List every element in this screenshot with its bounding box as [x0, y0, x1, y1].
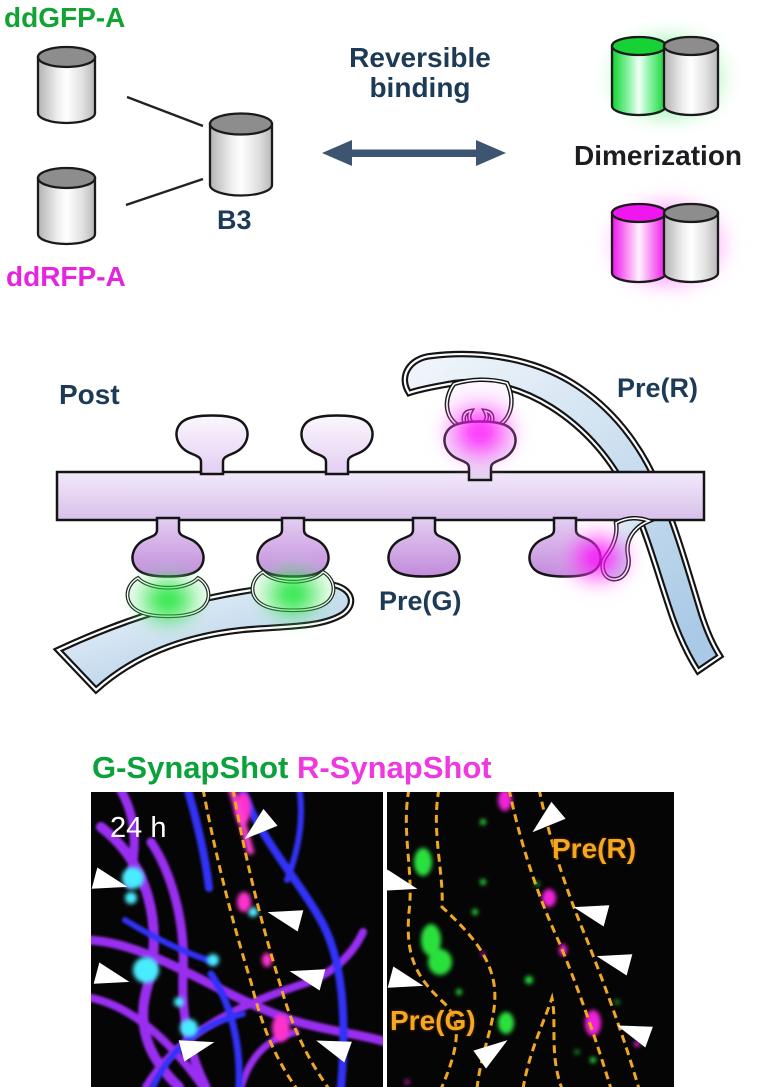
pre-r-image-label: Pre(R): [552, 833, 637, 864]
pre-g-label: Pre(G): [379, 586, 462, 616]
ddgfp-monomer-cylinder: [36, 45, 97, 125]
magenta-synapse-glow: [432, 390, 528, 474]
synapse-glows: [124, 390, 642, 638]
micrograph-panels-graphic: [91, 792, 674, 1087]
timepoint-label: 24 h: [110, 812, 167, 844]
pre-r-axon-outline-dashed: [508, 792, 640, 1087]
ddrfp-label: ddRFP-A: [6, 261, 126, 292]
cyan-puncta: [122, 867, 258, 1037]
g-synapshot-title: G-SynapShot: [92, 750, 289, 785]
post-label: Post: [59, 379, 120, 410]
pre-g-image-label: Pre(G): [390, 1005, 476, 1036]
b3-label: B3: [217, 205, 252, 235]
r-synapshot-title: R-SynapShot: [296, 750, 492, 785]
synapse-diagram-graphic: [52, 350, 725, 695]
magenta-puncta: [404, 792, 640, 1085]
ddgfp-label: ddGFP-A: [4, 2, 126, 33]
dimerization-label: Dimerization: [574, 140, 743, 171]
ddrfp-monomer-cylinder: [36, 166, 97, 246]
b3-binder-cylinder: [208, 112, 274, 197]
axon-outline-dashed: [202, 792, 330, 1087]
pre-r-label: Pre(R): [617, 373, 699, 403]
magenta-synapse-glow: [554, 520, 642, 596]
green-synapse-glow: [249, 556, 337, 632]
micrograph-title: G-SynapShot R-SynapShot: [92, 751, 492, 784]
pre-g-axon-outline-dashed: [404, 792, 563, 1087]
axon-neurites-blue: [122, 792, 348, 1087]
green-synapse-glow: [124, 562, 212, 638]
green-puncta: [414, 819, 620, 1063]
binding-schematic-graphic: [36, 19, 742, 302]
green-dimer-pair: [594, 19, 742, 135]
reversible-binding-label: Reversible binding: [349, 42, 491, 104]
magenta-dimer-pair: [594, 186, 742, 302]
right-micrograph: [387, 792, 674, 1087]
binding-connector-lines: [125, 95, 204, 207]
left-micrograph: [91, 792, 383, 1087]
double-arrow-icon: [322, 140, 506, 166]
dendrite-shaft: [55, 470, 706, 522]
dendritic-spines-bottom: [131, 516, 602, 578]
